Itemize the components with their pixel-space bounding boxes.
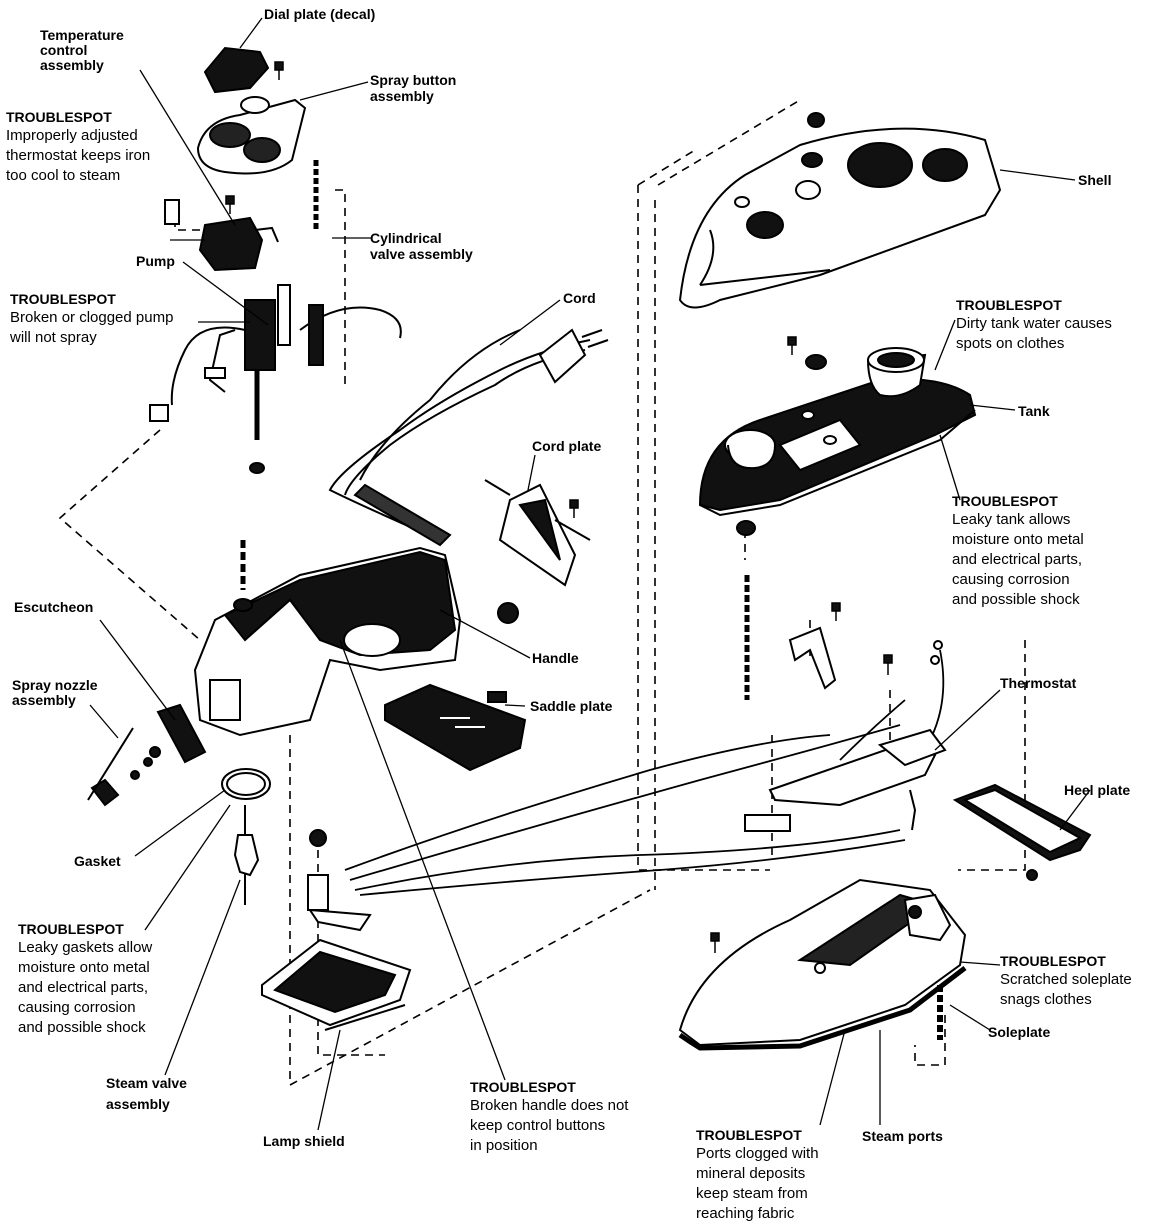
troublespot-text: Dirty tank water causes spots on clothes (956, 315, 1112, 352)
troublespot-text: Leaky gaskets allow moisture onto metal … (18, 939, 153, 1036)
troublespot-text: Ports clogged with mineral deposits keep… (696, 1145, 819, 1222)
dial-plate-decal (203, 46, 270, 94)
thermostat (744, 640, 947, 832)
tank (698, 347, 977, 517)
label-lamp-shield: Lamp shield (263, 1133, 345, 1149)
label-handle: Handle (532, 650, 579, 666)
troublespot-heading: TROUBLESPOT (1000, 953, 1106, 969)
troublespot-ports: TROUBLESPOT Ports clogged with mineral d… (696, 1126, 819, 1224)
screw (225, 61, 893, 953)
steam-valve-assembly (233, 805, 260, 905)
power-cord (328, 328, 609, 547)
heel-plate (952, 783, 1092, 881)
troublespot-heading: TROUBLESPOT (696, 1127, 802, 1143)
thermostat-control-assembly (164, 199, 279, 272)
label-dial-plate: Dial plate (decal) (264, 6, 376, 22)
saddle-plate (384, 683, 527, 772)
troublespot-tank-dirty: TROUBLESPOT Dirty tank water causes spot… (956, 296, 1112, 354)
label-cylindrical-valve: Cylindrical valve assembly (370, 230, 473, 262)
lamp-shield (261, 938, 412, 1031)
grommet (497, 602, 519, 624)
label-cord: Cord (563, 290, 596, 306)
label-thermostat: Thermostat (1000, 675, 1077, 691)
label-gasket: Gasket (74, 853, 121, 869)
troublespot-soleplate: TROUBLESPOT Scratched soleplate snags cl… (1000, 952, 1132, 1010)
label-tank: Tank (1018, 403, 1050, 419)
tank-plug (805, 354, 827, 370)
shell (678, 127, 1002, 309)
troublespot-pump: TROUBLESPOT Broken or clogged pump will … (10, 290, 173, 348)
label-escutcheon: Escutcheon (14, 599, 94, 615)
label-spray-button: Spray button assembly (370, 72, 457, 104)
troublespot-heading: TROUBLESPOT (956, 297, 1062, 313)
gasket (221, 768, 271, 800)
assembly-guide-lines (58, 99, 1026, 1087)
label-steam-ports: Steam ports (862, 1128, 943, 1144)
troublespot-tank-leaky: TROUBLESPOT Leaky tank allows moisture o… (952, 492, 1084, 610)
soleplate (678, 878, 967, 1051)
leader-lines (89, 17, 1091, 1131)
troublespot-thermostat: TROUBLESPOT Improperly adjusted thermost… (6, 108, 150, 186)
label-heel-plate: Heel plate (1064, 782, 1131, 798)
label-shell: Shell (1078, 172, 1112, 188)
cord-plate (484, 479, 591, 587)
handle-body (193, 546, 462, 737)
label-steam-valve: Steam valve assembly (106, 1075, 187, 1112)
label-soleplate: Soleplate (988, 1024, 1051, 1040)
pump-assembly (149, 284, 402, 474)
label-cord-plate: Cord plate (532, 438, 602, 454)
troublespot-text: Broken handle does not keep control butt… (470, 1097, 629, 1154)
troublespot-gaskets: TROUBLESPOT Leaky gaskets allow moisture… (18, 920, 152, 1038)
troublespot-heading: TROUBLESPOT (18, 921, 124, 937)
troublespot-heading: TROUBLESPOT (6, 109, 112, 125)
label-spray-nozzle: Spray nozzle assembly (12, 677, 98, 708)
escutcheon (156, 703, 207, 764)
label-pump: Pump (136, 253, 175, 269)
troublespot-heading: TROUBLESPOT (952, 493, 1058, 509)
troublespot-text: Broken or clogged pump will not spray (10, 309, 174, 346)
cylindrical-valve-assembly (308, 160, 324, 366)
shell-plug (807, 112, 825, 128)
troublespot-text: Leaky tank allows moisture onto metal an… (952, 511, 1084, 608)
label-temperature-control: Temperature control assembly (40, 27, 124, 73)
wiring-harness (344, 649, 945, 896)
spray-nozzle-assembly (87, 727, 161, 807)
temperature-control-knob (196, 96, 307, 175)
troublespot-heading: TROUBLESPOT (10, 291, 116, 307)
troublespot-heading: TROUBLESPOT (470, 1079, 576, 1095)
troublespot-handle: TROUBLESPOT Broken handle does not keep … (470, 1078, 628, 1156)
tank-gasket (736, 520, 756, 536)
troublespot-text: Improperly adjusted thermostat keeps iro… (6, 127, 151, 184)
lamp (307, 829, 372, 932)
label-saddle-plate: Saddle plate (530, 698, 613, 714)
bracket (788, 626, 837, 690)
troublespot-text: Scratched soleplate snags clothes (1000, 971, 1132, 1008)
